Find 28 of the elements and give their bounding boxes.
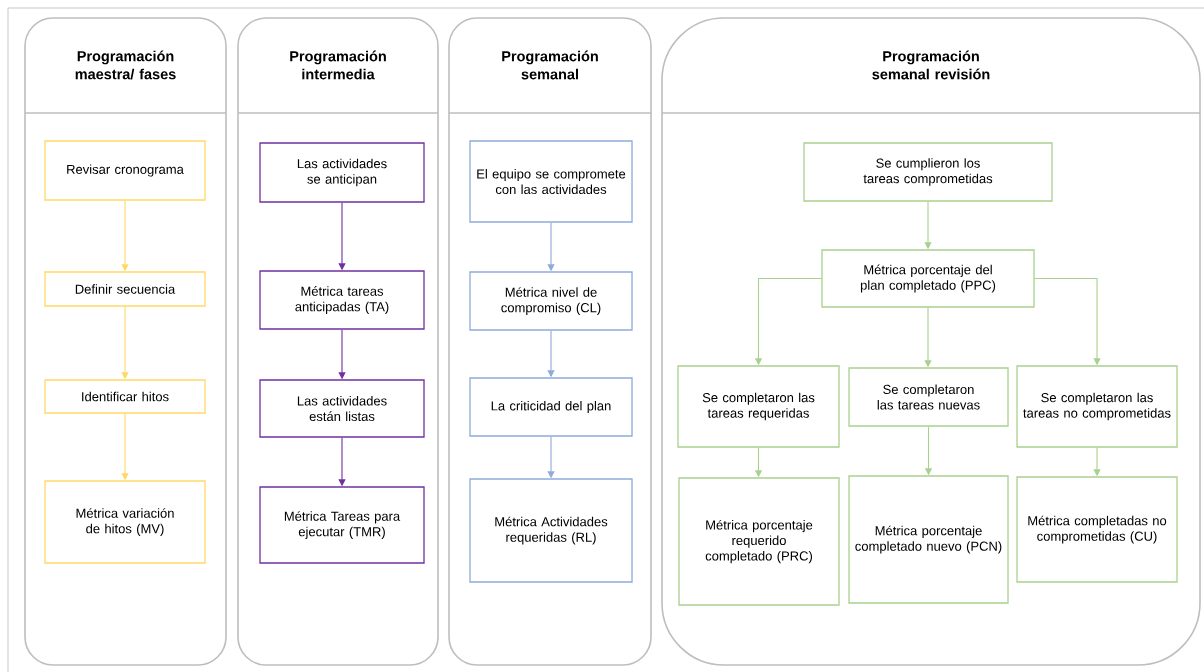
process-box: Se completaron las tareas nuevas (848, 367, 1009, 427)
process-box: Métrica nivel de compromiso (CL) (469, 271, 633, 331)
lane-heading: Programación intermedia (290, 50, 386, 80)
process-box: Métrica variación de hitos (MV) (44, 480, 206, 564)
lane-heading: Programación maestra/ fases (75, 50, 176, 80)
process-box: Identificar hitos (44, 379, 206, 414)
process-box: El equipo se compromete con las actividades (469, 140, 633, 223)
process-box: Métrica completadas no comprometidas (CU) (1016, 476, 1178, 583)
process-box: Se cumplieron los tareas comprometidas (803, 142, 1053, 202)
process-box: La criticidad del plan (469, 377, 633, 437)
process-box: Métrica porcentaje completado nuevo (PCN) (848, 475, 1009, 604)
process-box: Métrica Actividades requeridas (RL) (469, 478, 633, 583)
swimlane (661, 17, 1201, 666)
process-box: Métrica tareas anticipadas (TA) (259, 270, 425, 330)
swimlane (448, 17, 652, 666)
swimlane (237, 17, 439, 666)
process-box: Métrica porcentaje del plan completado (PPC) (821, 249, 1035, 308)
process-box: Se completaron las tareas requeridas (677, 365, 840, 448)
lane-heading: Programación semanal (502, 50, 598, 80)
lane-heading: Programación semanal revisión (872, 50, 990, 80)
swimlane (24, 17, 227, 666)
process-box: Se completaron las tareas no comprometidas (1016, 365, 1178, 448)
process-box: Revisar cronograma (44, 140, 206, 201)
process-box: Métrica Tareas para ejecutar (TMR) (259, 486, 425, 564)
process-box: Métrica porcentaje requerido completado (PRC) (678, 477, 840, 606)
process-box: Las actividades se anticipan (259, 142, 425, 203)
process-box: Las actividades están listas (259, 379, 425, 438)
process-box: Definir secuencia (44, 271, 206, 307)
